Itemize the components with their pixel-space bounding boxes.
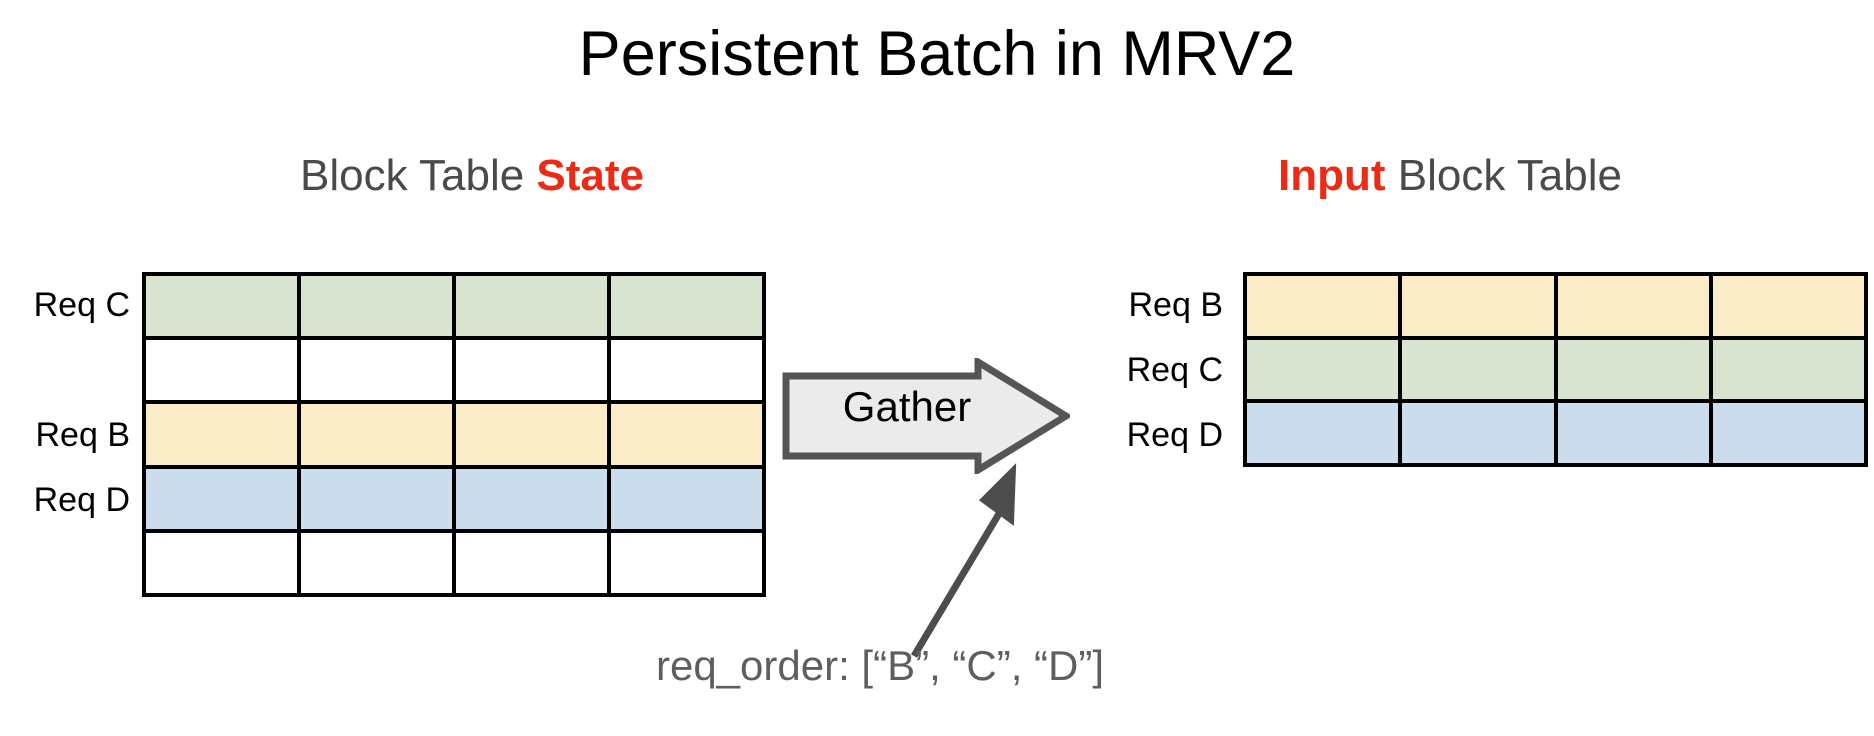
table-cell	[1402, 276, 1558, 336]
table-cell	[1557, 276, 1713, 336]
table-cell	[301, 404, 456, 465]
row-label-req-d: Req D	[1126, 415, 1223, 454]
table-row	[146, 404, 762, 469]
table-cell	[1247, 276, 1403, 336]
table-row	[1247, 339, 1864, 404]
table-cell	[456, 340, 611, 401]
table-cell	[146, 404, 301, 465]
table-cell	[456, 532, 611, 594]
table-cell	[611, 276, 762, 337]
table-row	[1247, 276, 1864, 340]
heading-right-suffix: Block Table	[1385, 151, 1622, 200]
table-cell	[611, 404, 762, 465]
row-label-req-c: Req C	[1126, 350, 1223, 389]
table-cell	[301, 340, 456, 401]
table-cell	[301, 276, 456, 337]
table-cell	[1557, 403, 1713, 464]
heading-right-accent: Input	[1278, 151, 1386, 200]
table-cell	[1557, 339, 1713, 400]
table-cell	[456, 276, 611, 337]
input-block-table-grid	[1243, 272, 1868, 467]
table-cell	[456, 404, 611, 465]
annotation-arrow-icon	[910, 462, 1017, 658]
table-cell	[1247, 339, 1403, 400]
table-cell	[456, 468, 611, 529]
table-row	[1247, 403, 1864, 464]
page-title: Persistent Batch in MRV2	[578, 19, 1296, 89]
table-cell	[611, 340, 762, 401]
table-cell	[146, 532, 301, 594]
table-row	[146, 340, 762, 405]
row-label-req-d: Req D	[33, 480, 130, 519]
input-block-table-heading: Input Block Table	[1060, 150, 1840, 202]
table-cell	[146, 276, 301, 337]
gather-arrow-icon	[782, 358, 1070, 474]
table-cell	[611, 532, 762, 594]
table-cell	[611, 468, 762, 529]
table-row	[146, 532, 762, 594]
row-label-req-c: Req C	[33, 285, 130, 324]
table-cell	[146, 340, 301, 401]
table-cell	[1402, 403, 1558, 464]
table-row	[146, 468, 762, 533]
table-cell	[1712, 403, 1864, 464]
heading-left-prefix: Block Table	[299, 151, 537, 200]
row-label-req-b: Req B	[1128, 285, 1224, 324]
req-order-caption: req_order: [“B”, “C”, “D”]	[655, 642, 1105, 689]
table-row	[146, 276, 762, 341]
block-table-state-heading: Block Table State	[142, 150, 802, 202]
table-cell	[1247, 403, 1403, 464]
table-cell	[301, 532, 456, 594]
table-cell	[146, 468, 301, 529]
table-cell	[1402, 339, 1558, 400]
table-cell	[1712, 276, 1864, 336]
heading-left-accent: State	[536, 151, 645, 200]
table-cell	[301, 468, 456, 529]
row-label-req-b: Req B	[35, 415, 131, 454]
block-table-state-grid	[142, 272, 766, 597]
table-cell	[1712, 339, 1864, 400]
